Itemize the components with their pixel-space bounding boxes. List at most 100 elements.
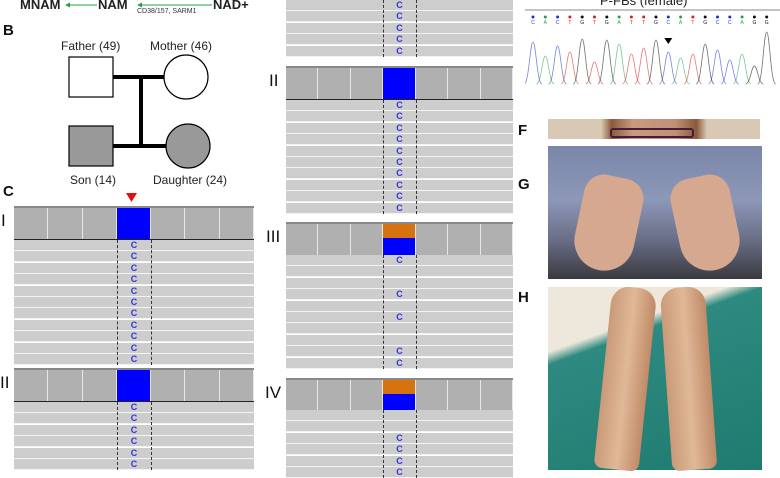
- read-base: C: [396, 467, 403, 477]
- father-symbol: [68, 56, 114, 98]
- reference-cell: [151, 208, 186, 239]
- reference-cell: [151, 370, 186, 401]
- sequence-read: [286, 255, 513, 266]
- read-base: C: [396, 157, 403, 167]
- variant-column-boundary: [415, 255, 417, 369]
- chromatogram-title: P-FBs (female): [600, 0, 688, 8]
- read-base: C: [130, 308, 138, 319]
- sample-label: II: [269, 71, 279, 90]
- sequence-read: [14, 436, 254, 448]
- reference-cell: [351, 224, 384, 255]
- sequence-read: [14, 297, 254, 308]
- trace-peak: [597, 39, 617, 85]
- variant-column-boundary: [415, 100, 417, 214]
- reference-cell: [318, 224, 351, 255]
- read-base: C: [396, 0, 403, 10]
- daughter-label: Daughter (24): [153, 173, 228, 187]
- daughter-symbol: [165, 123, 211, 169]
- reference-track: [286, 378, 513, 413]
- variant-cell: [383, 380, 416, 411]
- sequence-read: [286, 11, 513, 23]
- base-call-dot: [593, 15, 596, 19]
- sequence-read: [286, 357, 513, 369]
- trace-peak: [671, 57, 690, 85]
- read-base: C: [396, 346, 403, 357]
- base-call-dot: [728, 15, 732, 19]
- base-call: C: [556, 20, 560, 26]
- variant-column-boundary: [383, 410, 385, 478]
- reference-cell: [448, 68, 481, 99]
- read-base: C: [130, 436, 138, 447]
- trace-peak: [658, 51, 678, 85]
- read-base: C: [396, 312, 403, 322]
- base-call-dot: [580, 15, 584, 19]
- base-call: T: [630, 20, 633, 26]
- variant-column-boundary: [415, 0, 417, 57]
- sequence-read: [14, 319, 254, 331]
- base-call-dot: [617, 15, 621, 19]
- trace-peak: [732, 53, 752, 85]
- base-call: G: [703, 20, 707, 26]
- read-base: C: [130, 251, 138, 262]
- pathway-arrows: [65, 2, 212, 8]
- sequence-read: [14, 447, 254, 459]
- base-call: G: [580, 20, 584, 26]
- sequence-read: [286, 100, 513, 111]
- base-call: G: [752, 20, 756, 26]
- variant-column-boundary: [116, 240, 118, 366]
- sequence-read: [286, 277, 513, 289]
- base-call: C: [716, 20, 720, 26]
- base-call: T: [593, 20, 596, 26]
- read-base: C: [396, 145, 403, 156]
- base-call-dot: [679, 15, 683, 19]
- reference-cell: [286, 68, 319, 99]
- base-call: A: [544, 20, 548, 26]
- reference-cell: [448, 380, 481, 411]
- sequence-read: [14, 308, 254, 320]
- reference-cell: [83, 370, 117, 401]
- panel-b-label: B: [3, 22, 14, 39]
- read-base: C: [130, 274, 138, 285]
- read-base: C: [396, 432, 403, 443]
- base-call: T: [568, 20, 571, 26]
- read-base: C: [396, 168, 403, 179]
- sequence-read: [286, 455, 513, 467]
- sequence-read: [286, 111, 513, 123]
- variant-column-boundary: [383, 255, 385, 369]
- reference-cell: [14, 208, 49, 239]
- trace-peak: [585, 61, 604, 85]
- sequence-read: [14, 274, 254, 286]
- reference-cell: [48, 208, 83, 239]
- sequence-read: [286, 22, 513, 34]
- base-call: T: [642, 20, 645, 26]
- read-base: C: [130, 447, 138, 458]
- trace-peak: [525, 41, 543, 85]
- sample-label: IV: [265, 383, 282, 402]
- pedigree-chart: [68, 54, 211, 169]
- sequence-read: [286, 334, 513, 346]
- variant-column-boundary: [383, 0, 385, 57]
- panel-c-label: C: [3, 183, 14, 200]
- sequence-read: [286, 168, 513, 180]
- variant-cell: [116, 370, 152, 401]
- face-photo: [548, 119, 760, 139]
- read-base: C: [130, 240, 138, 250]
- sequence-read: [286, 34, 513, 46]
- sequence-read: [286, 410, 513, 421]
- read-base: C: [130, 402, 138, 412]
- sequence-read: [14, 262, 254, 274]
- trace-peak: [683, 53, 703, 85]
- base-call-dot: [654, 15, 658, 19]
- base-call: G: [605, 20, 609, 26]
- sample-label: II: [0, 373, 10, 392]
- base-call-dot: [629, 15, 633, 19]
- trace-peak: [708, 49, 727, 85]
- father-label: Father (49): [61, 39, 121, 53]
- sequence-read: [14, 240, 254, 251]
- base-call: C: [728, 20, 732, 26]
- son-symbol: [68, 125, 114, 167]
- reference-cell: [416, 380, 449, 411]
- trace-peak: [757, 31, 777, 85]
- reference-cell: [351, 68, 384, 99]
- read-base: C: [396, 444, 403, 455]
